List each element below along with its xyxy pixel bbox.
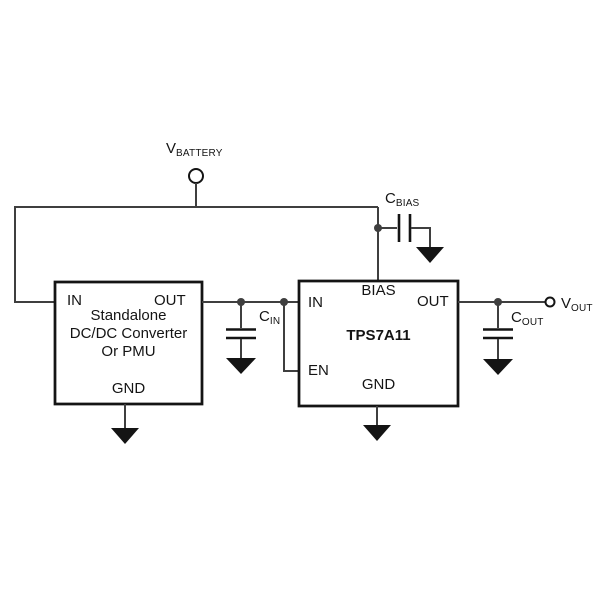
cbias-ground-symbol — [416, 247, 444, 263]
converter-ground-symbol — [111, 428, 139, 444]
en-wire — [283, 302, 299, 372]
cin-ground-symbol — [226, 358, 256, 374]
ldo-pin-bias-label: BIAS — [361, 282, 396, 299]
ldo-part-number-label: TPS7A11 — [346, 327, 411, 344]
converter-pin-in-label: IN — [67, 292, 82, 309]
vbattery-label: VBATTERY — [166, 140, 223, 159]
converter-description-line: Standalone — [90, 307, 167, 324]
vout-label: VOUT — [561, 295, 593, 314]
vout-terminal — [544, 296, 556, 308]
cout-ground-symbol — [483, 359, 513, 375]
input-rail-wire — [14, 206, 378, 303]
ldo-box — [297, 279, 460, 408]
ldo-pin-en-label: EN — [308, 362, 329, 379]
vbattery-terminal — [188, 168, 204, 184]
cbias-ground-wire — [411, 227, 431, 247]
ldo-pin-gnd-label: GND — [361, 376, 396, 393]
cout-label: COUT — [511, 309, 544, 328]
cbias-label: CBIAS — [385, 190, 420, 209]
converter-description-line: DC/DC Converter — [69, 325, 188, 342]
cin-capacitor — [226, 328, 256, 340]
ldo-pin-out-label: OUT — [417, 293, 449, 310]
converter-description-line: Or PMU — [101, 343, 156, 360]
ldo-ground-symbol — [363, 425, 391, 441]
converter-description: Standalone DC/DC Converter Or PMU — [55, 307, 202, 361]
converter-pin-gnd-label: GND — [111, 380, 146, 397]
ldo-pin-in-label: IN — [308, 294, 323, 311]
cbias-capacitor — [397, 214, 412, 242]
cout-capacitor — [483, 328, 513, 340]
converter-box — [53, 280, 204, 406]
converter-pin-out-label: OUT — [154, 292, 186, 309]
cin-label: CIN — [259, 308, 281, 327]
